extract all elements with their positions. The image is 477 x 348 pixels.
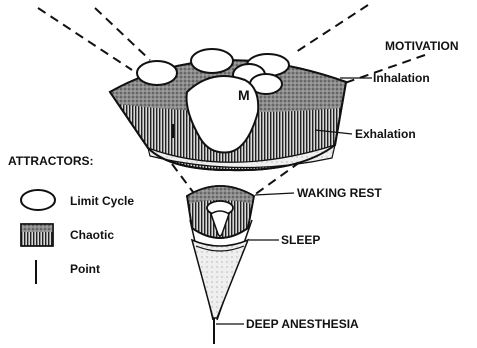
waking-rest-label: WAKING REST: [297, 186, 382, 200]
inner-letter-label: M: [238, 87, 250, 103]
deep-anesthesia-label: DEEP ANESTHESIA: [246, 317, 359, 331]
waking-rest-bowl: [187, 186, 254, 238]
exhalation-label: Exhalation: [355, 127, 416, 141]
limit-cycle-ellipse: [191, 49, 233, 73]
motivation-bowl: M: [110, 49, 346, 170]
legend-limit-cycle-label: Limit Cycle: [70, 194, 134, 208]
chaotic-icon: [21, 224, 53, 246]
sleep-label: SLEEP: [281, 233, 320, 247]
legend-title: ATTRACTORS:: [8, 154, 94, 168]
limit-cycle-icon: [21, 190, 55, 210]
funnel-left-outer-line: [38, 8, 132, 70]
waking-rest-leader: [255, 193, 294, 195]
attractors-legend: ATTRACTORS: Limit Cycle Chaotic Point: [8, 154, 134, 284]
limit-cycle-ellipse: [137, 61, 177, 85]
inhalation-label: Inhalation: [373, 71, 430, 85]
legend-point-label: Point: [70, 262, 100, 276]
motivation-label: MOTIVATION: [385, 39, 459, 53]
sleep-cone: [192, 240, 248, 318]
funnel-right-inner-line: [296, 5, 368, 52]
legend-chaotic-label: Chaotic: [70, 228, 114, 242]
